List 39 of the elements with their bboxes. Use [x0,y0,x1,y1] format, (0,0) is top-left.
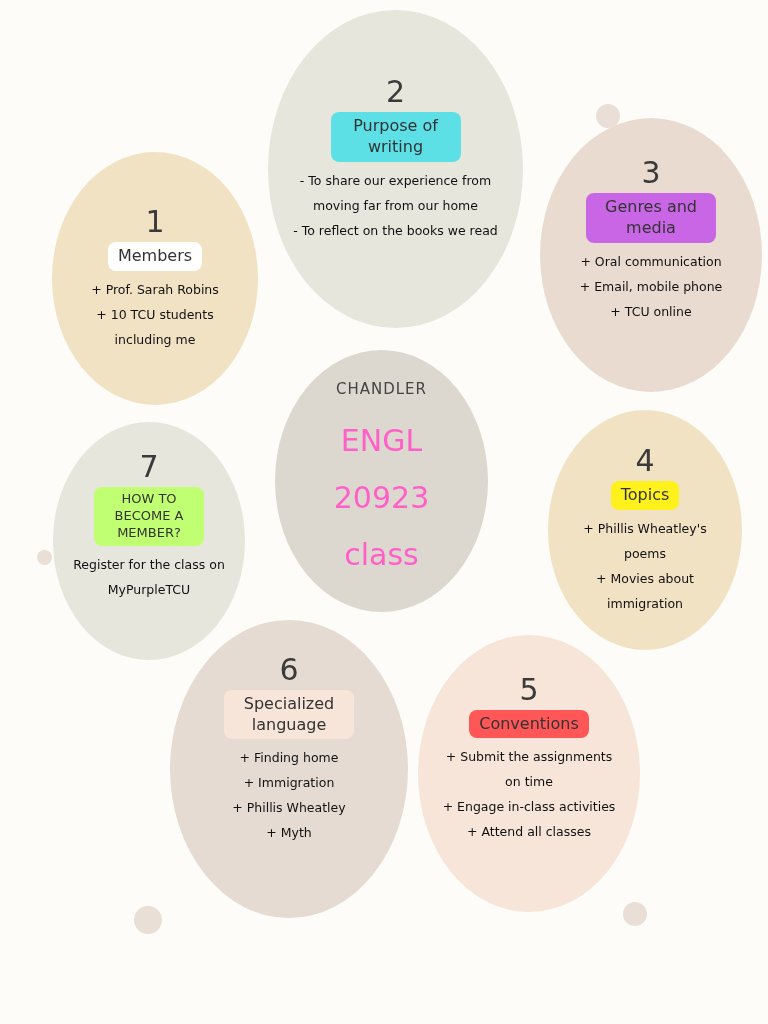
heading-text: Genres and media [604,197,698,239]
bullet-text: + TCU online [610,302,692,321]
bullet-text: + Oral communication [580,252,722,271]
subtitle: CHANDLER [335,379,427,398]
step-number: 2 [385,75,406,109]
heading-tag [586,193,716,243]
step-number: 3 [641,156,661,190]
course-title: ENGL 20923 class [332,421,431,574]
bullet-text: + Finding home [239,749,339,768]
step-number: 1 [145,205,165,239]
heading-text: Specialized language [242,693,336,736]
bullet-text: + Immigration [243,774,335,793]
bullet-text: Register for the class on MyPurpleTCU [72,555,226,599]
heading-tag [610,481,680,510]
bullet-text: + Phillis Wheatley's poems [582,519,708,563]
step-number: 7 [139,450,159,484]
bullet-text: + Email, mobile phone [579,277,723,296]
heading-text: HOW TO BECOME A MEMBER? [113,491,185,542]
step-number: 6 [279,652,299,686]
bullet-text: + Movies about immigration [595,569,695,613]
bullet-text: + 10 TCU students including me [95,305,215,349]
bullet-text: + Myth [266,824,312,843]
heading-text: Members [117,246,193,267]
heading-tag [94,487,204,546]
bullet-text: + Prof. Sarah Robins [91,280,219,299]
bullet-text: + Attend all classes [467,823,591,842]
heading-text: Purpose of writing [352,116,440,158]
bullet-text: + Engage in-class activities [442,798,616,817]
bullet-text: - To share our experience from moving far from our home [298,171,493,215]
step-number: 4 [635,444,655,478]
bullet-text: + Phillis Wheatley [232,799,346,818]
heading-text: Topics [620,485,670,506]
heading-tag [107,242,203,271]
heading-tag [330,112,461,162]
bullet-text: + Submit the assignments on time [444,748,614,792]
bullet-text: - To reflect on the books we read [293,221,498,240]
step-number: 5 [519,672,539,706]
heading-text: Conventions [479,713,579,735]
heading-tag [469,709,589,739]
